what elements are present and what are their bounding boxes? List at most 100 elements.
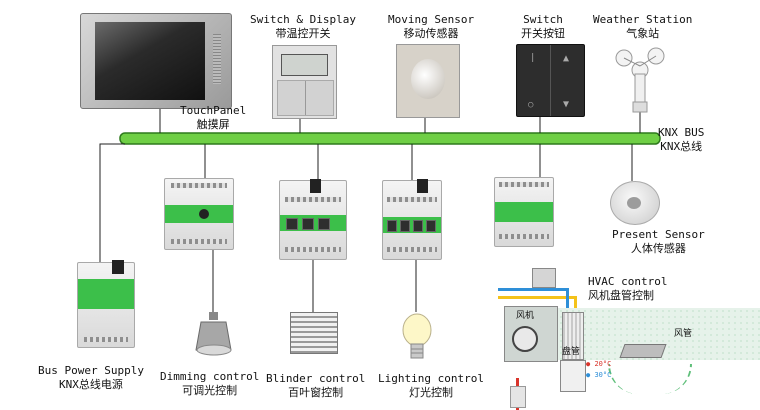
hvac-pipe-blue-top bbox=[498, 288, 568, 291]
touch-panel-speaker-grille bbox=[213, 34, 221, 84]
switch-display-label-cn: 带温控开关 bbox=[275, 27, 331, 40]
touch-panel-label: TouchPanel 触摸屏 bbox=[180, 104, 246, 132]
weather-station-label-cn: 气象站 bbox=[626, 27, 660, 40]
blinder-switch-3 bbox=[318, 218, 330, 230]
present-sensor-device bbox=[610, 181, 660, 225]
hvac-temp-b: ● 30°C bbox=[586, 371, 612, 379]
hvac-thermostat bbox=[560, 360, 586, 392]
bus-power-plug bbox=[112, 260, 124, 274]
lighting-switch-1 bbox=[387, 220, 397, 232]
switch-label-en: Switch bbox=[523, 13, 563, 26]
dimming-bottom-terminals bbox=[171, 239, 227, 244]
present-sensor-label-cn: 人体传感器 bbox=[630, 242, 686, 255]
lighting-switch-4 bbox=[426, 220, 436, 232]
weather-station-device bbox=[615, 47, 665, 113]
bus-power-label: Bus Power Supply KNX总线电源 bbox=[38, 364, 144, 392]
switch-label: Switch 开关按钮 bbox=[521, 13, 565, 41]
lighting-switch-2 bbox=[400, 220, 410, 232]
dimming-knob-icon bbox=[199, 209, 209, 219]
hvac-bottom-terminals bbox=[499, 234, 549, 239]
blinder-module bbox=[279, 179, 347, 260]
hvac-diagram: 风机 盘管 风管 ● 20°C ● 30°C bbox=[496, 268, 760, 410]
switch-divider bbox=[550, 45, 551, 116]
weather-station-label: Weather Station 气象站 bbox=[593, 13, 692, 41]
blinder-switch-2 bbox=[302, 218, 314, 230]
switch-display-label: Switch & Display 带温控开关 bbox=[250, 13, 356, 41]
blinder-bottom-terminals bbox=[285, 247, 341, 252]
hvac-label-en: HVAC control bbox=[588, 275, 668, 288]
hvac-fan-icon bbox=[512, 326, 538, 352]
dimming-label: Dimming control 可调光控制 bbox=[160, 370, 259, 398]
bus-power-terminals bbox=[84, 337, 128, 342]
lighting-label: Lighting control 灯光控制 bbox=[378, 372, 484, 400]
lighting-plug bbox=[417, 179, 428, 193]
lighting-top-terminals bbox=[387, 197, 437, 202]
hvac-wall-box bbox=[510, 386, 526, 408]
touch-panel-screen bbox=[95, 22, 205, 100]
moving-sensor-lens bbox=[411, 59, 445, 99]
dimming-top-terminals bbox=[171, 183, 227, 188]
present-sensor-lens bbox=[627, 197, 641, 209]
hvac-duct-label: 风管 bbox=[674, 329, 693, 339]
bus-power-label-cn: KNX总线电源 bbox=[59, 378, 123, 391]
dimming-label-cn: 可调光控制 bbox=[182, 384, 238, 397]
hvac-label: HVAC control 风机盘管控制 bbox=[588, 275, 667, 303]
weather-station-label-en: Weather Station bbox=[593, 13, 693, 26]
switch-down-arrow-icon: ▼ bbox=[563, 99, 570, 110]
hvac-diffuser bbox=[619, 344, 667, 358]
lighting-label-cn: 灯光控制 bbox=[408, 386, 453, 399]
switch-display-device bbox=[272, 45, 337, 119]
lighting-switch-3 bbox=[413, 220, 423, 232]
touch-panel-label-en: TouchPanel bbox=[180, 104, 247, 117]
dimming-lamp-icon bbox=[195, 312, 232, 356]
switch-on-icon: | bbox=[530, 53, 536, 63]
moving-sensor-device bbox=[396, 44, 460, 118]
hvac-temp-b-text: 30°C bbox=[594, 371, 612, 379]
switch-device: ▲ ▼ | ○ bbox=[516, 44, 585, 117]
hvac-airflow-icon bbox=[608, 364, 692, 394]
switch-up-arrow-icon: ▲ bbox=[563, 53, 570, 64]
blinder-shade-icon bbox=[290, 312, 338, 354]
switch-display-label-en: Switch & Display bbox=[250, 13, 356, 26]
blinder-top-terminals bbox=[285, 197, 341, 202]
blinder-plug bbox=[310, 179, 321, 193]
hvac-pipe-yellow-top bbox=[498, 296, 574, 299]
moving-sensor-label: Moving Sensor 移动传感器 bbox=[388, 13, 474, 41]
hvac-green-band bbox=[495, 202, 553, 222]
knx-bus-label: KNX BUS KNX总线 bbox=[658, 126, 704, 154]
bus-power-module bbox=[77, 260, 135, 348]
knx-bus-label-en: KNX BUS bbox=[658, 126, 705, 139]
lighting-bottom-terminals bbox=[387, 247, 437, 252]
touch-panel-label-cn: 触摸屏 bbox=[196, 118, 230, 131]
hvac-fan-label: 风机 bbox=[516, 311, 535, 321]
blinder-label: Blinder control 百叶窗控制 bbox=[266, 372, 365, 400]
hvac-module bbox=[494, 177, 554, 247]
blinder-switch-1 bbox=[286, 218, 298, 230]
hvac-temp-a-text: 20°C bbox=[594, 360, 612, 368]
dimming-label-en: Dimming control bbox=[160, 370, 260, 383]
hvac-valve-actuator bbox=[532, 268, 556, 288]
bus-power-label-en: Bus Power Supply bbox=[38, 364, 144, 377]
hvac-temp-a: ● 20°C bbox=[586, 360, 612, 368]
present-sensor-label: Present Sensor 人体传感器 bbox=[612, 228, 705, 256]
switch-label-cn: 开关按钮 bbox=[521, 27, 565, 40]
lighting-bulb-icon bbox=[402, 313, 432, 359]
moving-sensor-label-cn: 移动传感器 bbox=[403, 27, 459, 40]
moving-sensor-label-en: Moving Sensor bbox=[388, 13, 475, 26]
lighting-label-en: Lighting control bbox=[378, 372, 484, 385]
lighting-module bbox=[382, 179, 442, 260]
knx-bus-bar bbox=[119, 132, 661, 145]
switch-display-lcd bbox=[281, 54, 328, 76]
wire-bus-power bbox=[99, 143, 125, 262]
knx-bus-label-cn: KNX总线 bbox=[660, 140, 703, 153]
switch-off-icon: ○ bbox=[528, 100, 534, 110]
hvac-label-cn: 风机盘管控制 bbox=[588, 289, 654, 302]
blinder-label-en: Blinder control bbox=[266, 372, 366, 385]
touch-panel-device bbox=[80, 13, 232, 109]
bus-power-green-band bbox=[78, 279, 134, 309]
hvac-top-terminals bbox=[499, 182, 549, 187]
hvac-coil bbox=[562, 312, 584, 360]
present-sensor-label-en: Present Sensor bbox=[612, 228, 705, 241]
blinder-label-cn: 百叶窗控制 bbox=[288, 386, 344, 399]
